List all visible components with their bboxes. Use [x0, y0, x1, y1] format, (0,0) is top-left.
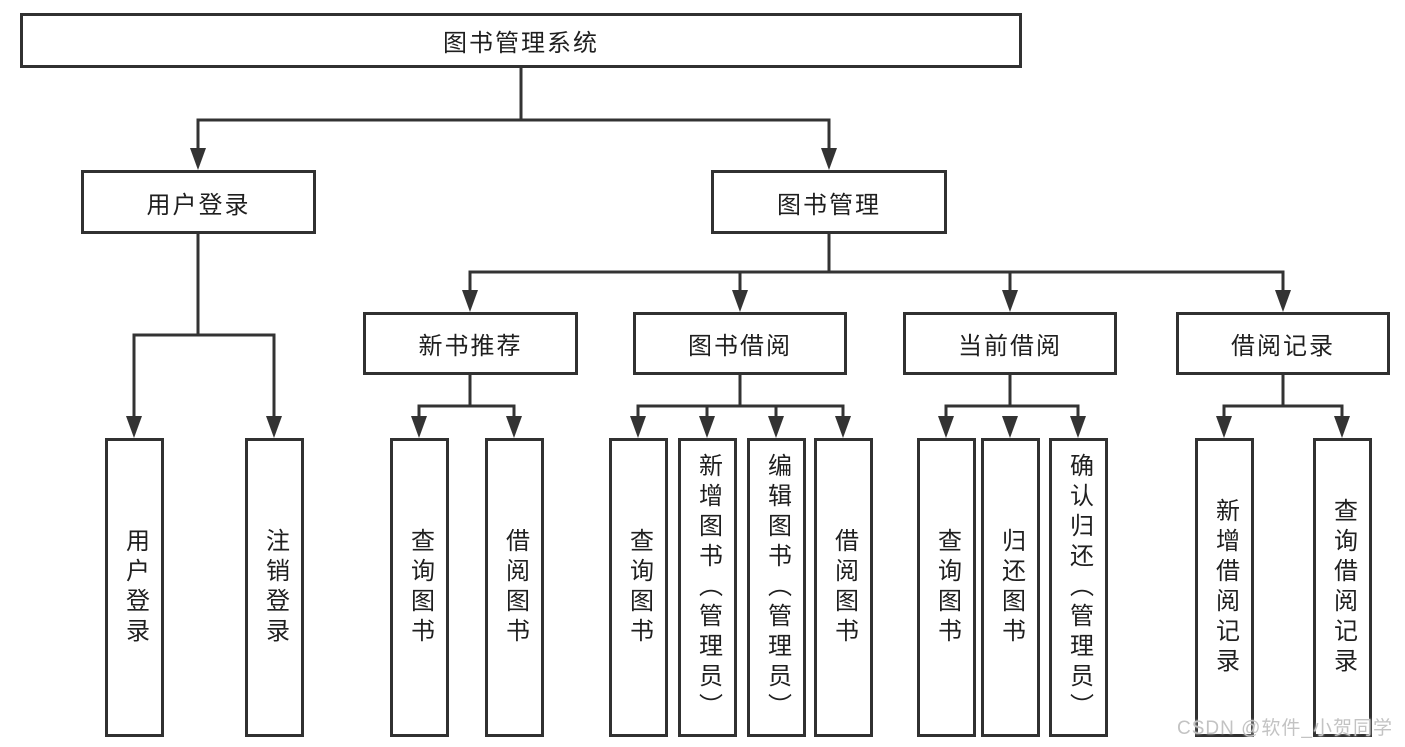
node-new-book-recommendation-label: 新书推荐	[418, 333, 523, 360]
leaf-cb-query-books-label: 查询图书	[933, 527, 961, 648]
leaf-logout-label: 注销登录	[261, 527, 289, 648]
node-user-login-label: 用户登录	[146, 191, 251, 219]
leaf-user-login: 用户登录	[105, 438, 164, 737]
leaf-cb-return-books-label: 归还图书	[997, 527, 1025, 648]
leaf-br-add-record-label: 新增借阅记录	[1211, 497, 1239, 678]
leaf-bb-add-book-admin: 新增图书（管理员）	[678, 438, 737, 737]
leaf-bb-borrow-books-label: 借阅图书	[830, 527, 858, 648]
node-borrowing-records-label: 借阅记录	[1231, 333, 1335, 360]
leaf-nbr-borrow-books: 借阅图书	[485, 438, 544, 737]
leaf-nbr-query-books: 查询图书	[390, 438, 449, 737]
leaf-cb-return-books: 归还图书	[981, 438, 1040, 737]
leaf-nbr-query-books-label: 查询图书	[406, 527, 434, 648]
leaf-bb-query-books: 查询图书	[609, 438, 668, 737]
leaf-bb-query-books-label: 查询图书	[625, 527, 653, 648]
leaf-bb-edit-book-admin-label: 编辑图书（管理员）	[763, 452, 791, 723]
leaf-bb-edit-book-admin: 编辑图书（管理员）	[747, 438, 806, 737]
node-root: 图书管理系统	[20, 13, 1022, 68]
leaf-br-query-record-label: 查询借阅记录	[1329, 497, 1357, 678]
arrowheads	[126, 148, 1350, 438]
node-book-borrowing-label: 图书借阅	[688, 333, 792, 360]
node-book-management: 图书管理	[711, 170, 947, 234]
node-borrowing-records: 借阅记录	[1176, 312, 1390, 375]
leaf-cb-confirm-return-admin-label: 确认归还（管理员）	[1065, 452, 1093, 723]
node-root-label: 图书管理系统	[443, 30, 599, 57]
node-current-borrowing-label: 当前借阅	[958, 333, 1062, 360]
node-new-book-recommendation: 新书推荐	[363, 312, 578, 375]
node-book-management-label: 图书管理	[777, 191, 881, 219]
leaf-bb-borrow-books: 借阅图书	[814, 438, 873, 737]
node-user-login: 用户登录	[81, 170, 316, 234]
leaf-nbr-borrow-books-label: 借阅图书	[501, 527, 529, 648]
leaf-cb-query-books: 查询图书	[917, 438, 976, 737]
node-current-borrowing: 当前借阅	[903, 312, 1117, 375]
leaf-cb-confirm-return-admin: 确认归还（管理员）	[1049, 438, 1108, 737]
leaf-br-query-record: 查询借阅记录	[1313, 438, 1372, 737]
leaf-bb-add-book-admin-label: 新增图书（管理员）	[694, 452, 722, 723]
node-book-borrowing: 图书借阅	[633, 312, 847, 375]
leaf-user-login-label: 用户登录	[121, 527, 149, 648]
leaf-br-add-record: 新增借阅记录	[1195, 438, 1254, 737]
leaf-logout: 注销登录	[245, 438, 304, 737]
csdn-watermark: CSDN @软件_小贺同学	[1177, 718, 1393, 739]
